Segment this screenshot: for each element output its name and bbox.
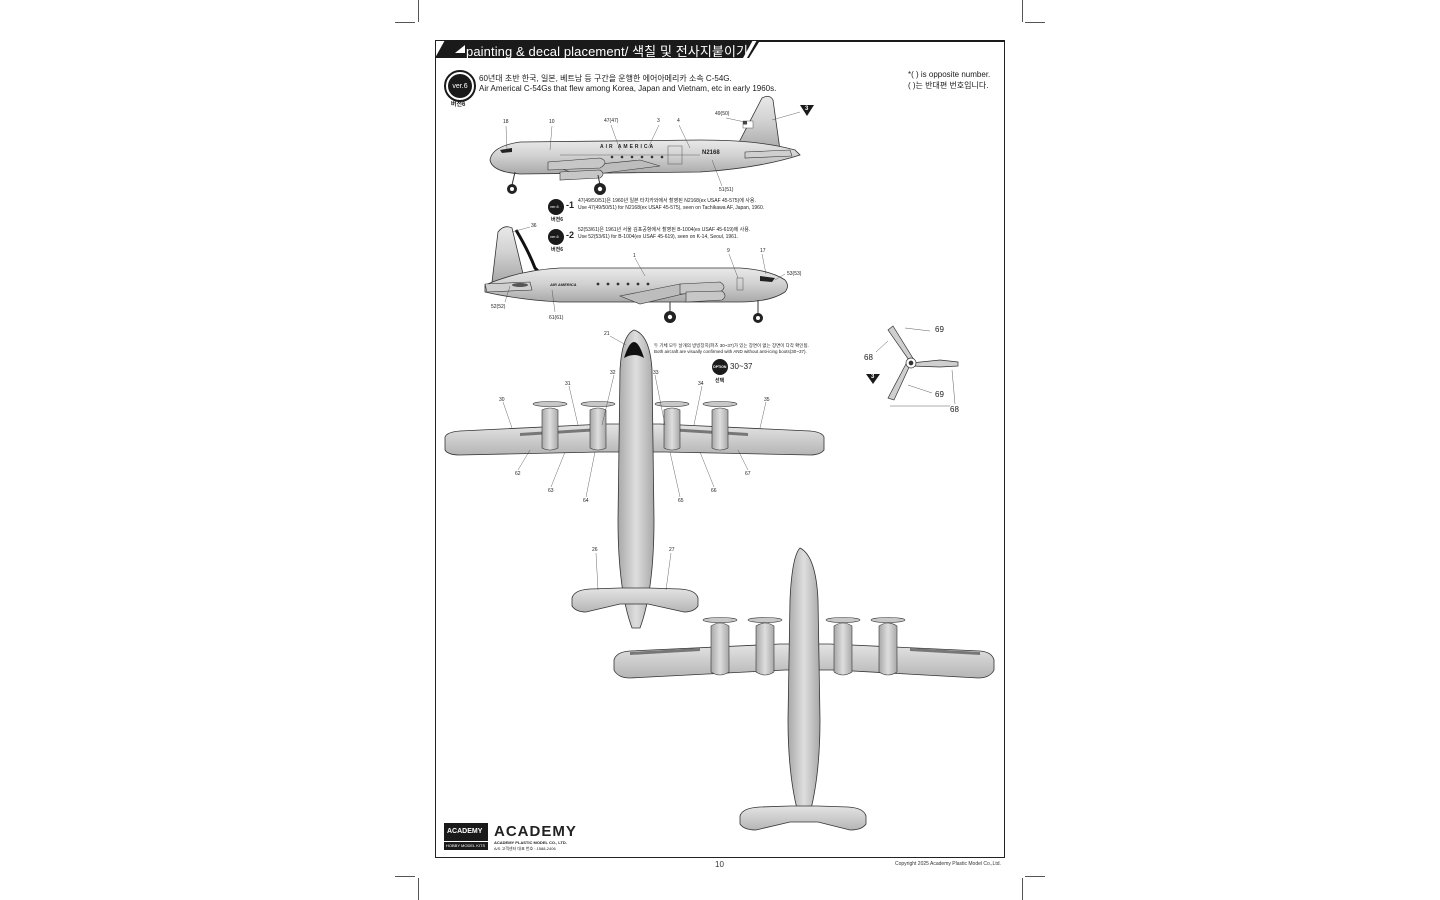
sub-version-label: 버전6	[551, 217, 563, 223]
callout-label: 51(51)	[719, 187, 734, 193]
version-desc-kr: 60년대 초반 한국, 일본, 베트남 등 구간을 운행한 에어아메리카 소속 …	[479, 74, 732, 83]
sub-version-badge-text: ver.6	[550, 204, 559, 209]
callout-label: 52(52)	[491, 304, 506, 310]
sub-version-note-en: Use 52(53/61) for B-1004(ex USAF 45-619)…	[578, 234, 739, 240]
callout-label: 27	[669, 547, 675, 553]
prop-callout: 69	[935, 390, 944, 399]
brand-company: ACADEMY PLASTIC MODEL CO., LTD.	[494, 840, 567, 845]
callout-label: 65	[678, 498, 684, 504]
top-view	[444, 329, 825, 629]
crop-mark	[395, 22, 415, 23]
callout-label: 3	[657, 118, 660, 124]
side-view-right	[484, 226, 788, 323]
option-label: 선택	[715, 378, 725, 384]
callout-label: 36	[531, 223, 537, 229]
academy-brand-box	[444, 823, 488, 850]
callout-label: 63	[548, 488, 554, 494]
crop-mark	[1022, 878, 1023, 900]
step-number: 3	[805, 106, 809, 112]
callout-label: 34	[698, 381, 704, 387]
callout-label: 4	[677, 118, 680, 124]
callout-label: 67	[745, 471, 751, 477]
fuselage-titles: AIR AMERICA	[600, 144, 656, 150]
sub-version-note-en: Use 47(49/50/51) for N2168(ex USAF 45-57…	[578, 205, 765, 211]
sub-version-note-kr: 47(49/50/51)은 1960년 일본 타치카와에서 촬영된 N2168(…	[578, 198, 756, 204]
sub-version-note-kr: 52(53/61)은 1961년 서울 김포공항에서 촬영된 B-1004(ex…	[578, 227, 751, 233]
sub-version-num: -2	[566, 230, 575, 240]
callout-label: 47(47)	[604, 118, 619, 124]
option-range: 30~37	[730, 362, 753, 371]
callout-label: 49(50)	[715, 111, 730, 117]
option-badge: OPTION	[713, 365, 727, 369]
legend-line-kr: ( )는 반대편 번호입니다.	[908, 81, 989, 90]
prop-callout: 68	[864, 353, 873, 362]
callout-label: 17	[760, 248, 766, 254]
crop-mark	[395, 876, 415, 877]
callout-label: 32	[610, 370, 616, 376]
version-badge-text: ver.6	[452, 82, 468, 90]
registration-text: N2168	[702, 150, 720, 156]
propeller-detail	[866, 325, 959, 407]
prop-callout: 68	[950, 405, 959, 414]
callout-label: 64	[583, 498, 589, 504]
brand-box-label: ACADEMY	[447, 828, 483, 835]
brand-logo: ACADEMY	[494, 823, 577, 840]
crop-mark	[1025, 22, 1045, 23]
side-view-left	[489, 96, 814, 195]
bottom-view	[613, 547, 995, 831]
header-band	[435, 40, 1005, 58]
callout-label: 30	[499, 397, 505, 403]
callout-label: 62	[515, 471, 521, 477]
brand-box-sub: HOBBY MODEL KITS	[446, 843, 486, 848]
crop-mark	[1022, 0, 1023, 22]
callout-label: 21	[604, 331, 610, 337]
callout-label: 61(61)	[549, 315, 564, 321]
callout-label: 1	[633, 253, 636, 259]
page-number: 10	[715, 860, 724, 869]
sub-version-label: 버전6	[551, 247, 563, 253]
top-view-note-en: Both aircraft are visually confirmed wit…	[654, 349, 807, 354]
crop-mark	[418, 0, 419, 22]
callout-label: 9	[727, 248, 730, 254]
prop-callout: 69	[935, 325, 944, 334]
callout-label: 26	[592, 547, 598, 553]
legend-line-en: *( ) is opposite number.	[908, 70, 991, 79]
version-badge: ver.6	[444, 70, 476, 102]
flag-icon	[455, 45, 465, 53]
page-title: painting & decal placement/ 색칠 및 전사지붙이기	[466, 44, 749, 59]
crop-mark	[1025, 876, 1045, 877]
step-number: 3	[871, 374, 875, 380]
callout-label: 66	[711, 488, 717, 494]
callout-label: 53(53)	[787, 271, 802, 277]
sub-version-badges	[548, 199, 564, 245]
sub-version-badge-text: ver.6	[550, 234, 559, 239]
callout-label: 35	[764, 397, 770, 403]
version-desc-en: Air Americal C-54Gs that flew among Kore…	[479, 84, 777, 93]
crop-mark	[418, 878, 419, 900]
copyright: Copyright 2025 Academy Plastic Model Co.…	[895, 861, 1001, 867]
version-label: 버전6	[451, 102, 466, 108]
callout-label: 31	[565, 381, 571, 387]
callout-label: 18	[503, 119, 509, 125]
callout-label: 10	[549, 119, 555, 125]
top-view-note-kr: 두 기체 모두 날개의 방빙장치(파츠 30~37)가 있는 장면이 없는 장면…	[654, 343, 809, 348]
fuselage-titles: AIR AMERICA	[550, 282, 577, 287]
brand-contact: A/S 고객센터 대표 번호 : 1588-2406	[494, 846, 556, 851]
sub-version-num: -1	[566, 200, 575, 210]
callout-label: 33	[653, 370, 659, 376]
